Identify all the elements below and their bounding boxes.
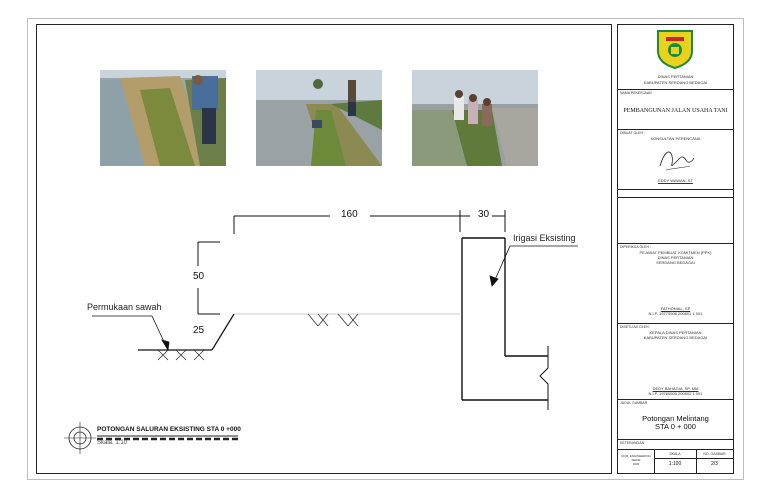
footer-code-line2: SEIDE xyxy=(631,458,641,462)
checked-cell: DIPERIKSA OLEH : PEJABAT PEMBUAT KOMITME… xyxy=(618,244,733,324)
approver-nip: N.I.P. 19760905 200502 1 001 xyxy=(648,391,703,396)
scale-value: 1:100 xyxy=(668,461,682,467)
approver-name: DEDY BAHAGIA, SP, MM xyxy=(652,386,699,391)
sheet-border xyxy=(27,18,744,480)
drawing-title-cell: JUDUL GAMBAR Potongan Melintang STA 0 + … xyxy=(618,400,733,440)
footer-code: DCM, ENGINEERING SEIDE 1000 xyxy=(618,450,655,473)
checker-line2: DINAS PERTANIAN xyxy=(657,255,694,260)
label-ground: Permukaan sawah xyxy=(87,302,162,312)
agency-line2: KABUPATEN SERDANG BEDAGAI xyxy=(643,80,708,85)
spacer-cell xyxy=(618,190,733,198)
sheet-label: NO. GAMBAR xyxy=(696,450,733,459)
signature-icon xyxy=(659,151,695,171)
scale-label: SKALA xyxy=(654,450,696,459)
approved-label: DISETUJUI OLEH : xyxy=(620,325,651,329)
approver-line2: KABUPATEN SERDANG BEDAGAI xyxy=(643,335,708,340)
notes-label: KETERANGAN xyxy=(620,441,645,445)
dimension-height: 50 xyxy=(190,271,208,282)
dimension-right: 30 xyxy=(475,209,493,220)
checker-line1: PEJABAT PEMBUAT KOMITMEN (PPK) xyxy=(639,250,712,255)
section-title: POTONGAN SALURAN EKSISTING STA 0 +000 xyxy=(97,426,241,433)
drawing-frame xyxy=(36,24,612,474)
consultant-person: EDDY WAWAN, ST xyxy=(658,178,693,183)
dimension-slope: 25 xyxy=(190,325,208,336)
made-by-label: DIBUAT OLEH : xyxy=(620,131,645,135)
footer-scale: SKALA 1:100 xyxy=(654,450,697,473)
blank-cell xyxy=(618,198,733,244)
site-photo-3 xyxy=(412,70,538,166)
agency-cell: DINAS PERTANIAN KABUPATEN SERDANG BEDAGA… xyxy=(618,25,733,90)
project-cell: NAMA PEKERJAAN PEMBANGUNAN JALAN USAHA T… xyxy=(618,90,733,130)
notes-cell: KETERANGAN xyxy=(618,440,733,450)
section-scale: Skala. 1:10 xyxy=(97,440,128,446)
regency-logo-icon xyxy=(657,30,693,69)
footer-cell: DCM, ENGINEERING SEIDE 1000 SKALA 1:100 … xyxy=(618,450,733,473)
approved-cell: DISETUJUI OLEH : KEPALA DINAS PERTANIAN … xyxy=(618,324,733,400)
approver-line1: KEPALA DINAS PERTANIAN xyxy=(649,330,702,335)
checker-line3: SERDANG BEDAGAI xyxy=(656,260,695,265)
project-label: NAMA PEKERJAAN xyxy=(620,91,652,95)
site-photo-1 xyxy=(100,70,226,166)
title-block: DINAS PERTANIAN KABUPATEN SERDANG BEDAGA… xyxy=(617,24,734,474)
footer-code-line3: 1000 xyxy=(632,462,640,466)
project-name: PEMBANGUNAN JALAN USAHA TANI xyxy=(623,108,728,114)
site-photo-2 xyxy=(256,70,382,166)
drawing-title-line2: STA 0 + 000 xyxy=(655,422,696,431)
sheet-value: 2/3 xyxy=(711,461,718,467)
footer-code-line1: DCM, ENGINEERING xyxy=(621,454,651,458)
agency-line1: DINAS PERTANIAN xyxy=(657,74,694,79)
drawing-title-label: JUDUL GAMBAR xyxy=(620,401,648,405)
consultant: KONSULTAN PERENCANA xyxy=(650,136,701,141)
label-irrigation: Irigasi Eksisting xyxy=(513,233,576,243)
footer-sheet: NO. GAMBAR 2/3 xyxy=(696,450,733,473)
checker-name: FATHONIAL, SP xyxy=(660,306,691,311)
dimension-top: 160 xyxy=(338,209,361,220)
checker-nip: N.I.P. 19770908 200801 1 001 xyxy=(648,311,703,316)
made-by-cell: DIBUAT OLEH : KONSULTAN PERENCANA EDDY W… xyxy=(618,130,733,190)
drawing-title-line1: Potongan Melintang xyxy=(642,414,709,423)
checked-label: DIPERIKSA OLEH : xyxy=(620,245,651,249)
